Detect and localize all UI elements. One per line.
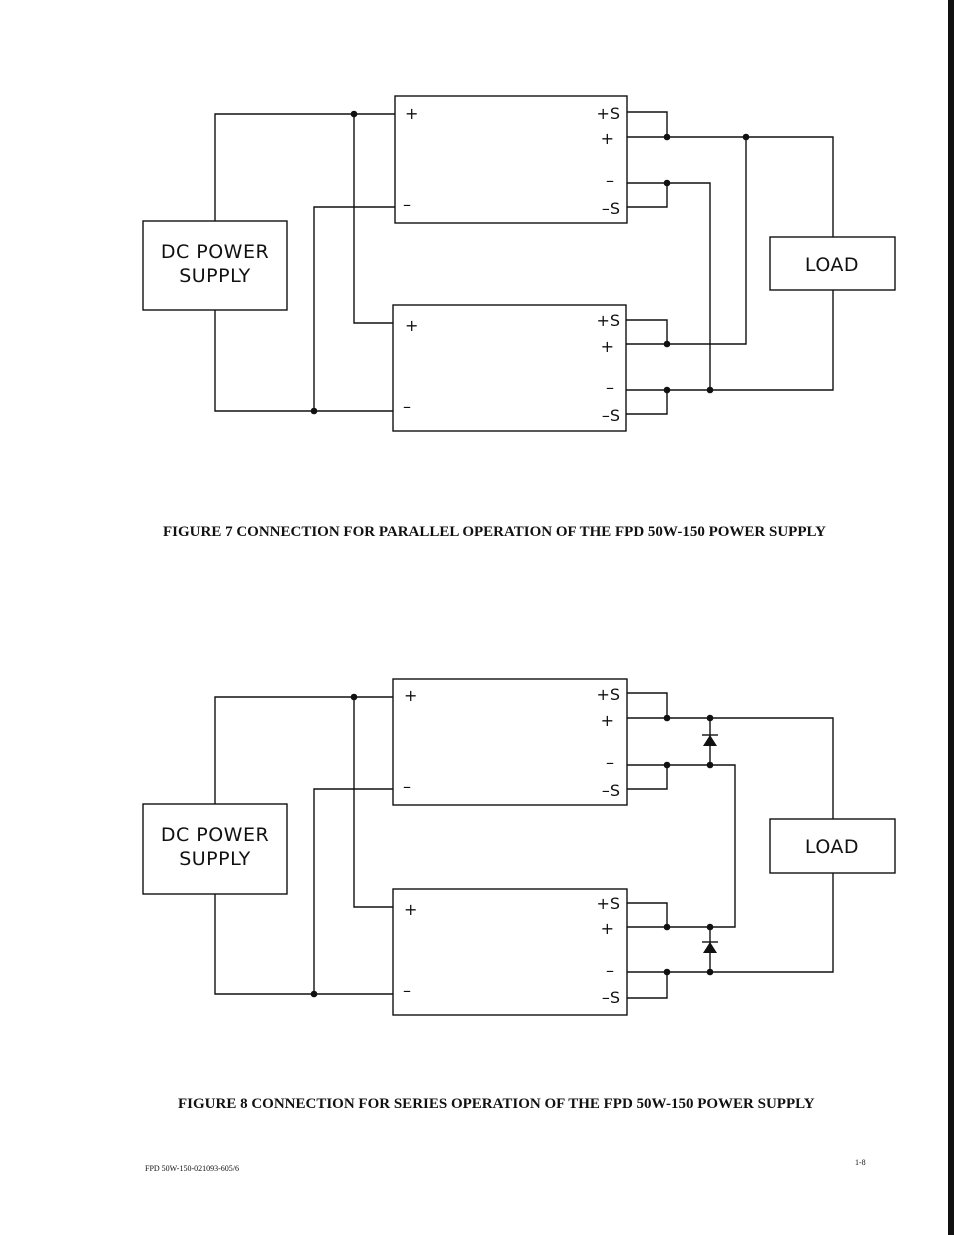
diode-top-icon — [702, 734, 718, 746]
figure-8-caption: FIGURE 8 CONNECTION FOR SERIES OPERATION… — [178, 1096, 815, 1112]
term-in-plus-top-8: + — [404, 686, 417, 705]
dc-power-supply-label-7b: SUPPLY — [179, 265, 251, 287]
term-out-plus-top-8: + — [601, 711, 614, 730]
diode-bottom-icon — [702, 941, 718, 953]
module-top-box-7 — [394, 95, 628, 224]
output-wiring-bottom-8 — [627, 902, 671, 999]
term-in-plus-top-7: + — [405, 104, 418, 123]
term-in-minus-bot-8: – — [403, 981, 411, 1000]
input-wiring-7 — [214, 110, 395, 415]
term-out-plus-bot-7: + — [601, 337, 614, 356]
term-out-minus-bot-8: – — [606, 961, 614, 980]
scan-edge — [948, 0, 954, 1235]
term-out-plus-top-7: + — [601, 129, 614, 148]
term-out-minus-bot-7: – — [606, 378, 614, 397]
output-wiring-top-8 — [627, 692, 671, 790]
module-bottom-box-7 — [392, 304, 627, 432]
output-wiring-top-7 — [627, 111, 671, 208]
term-sense-minus-top-8: –S — [602, 781, 620, 800]
term-sense-plus-bot-7: +S — [596, 311, 620, 330]
term-sense-plus-top-7: +S — [596, 104, 620, 123]
figure-7-schematic: DC POWER SUPPLY LOAD + – +S + – –S + – +… — [142, 95, 896, 432]
output-wiring-bottom-7 — [626, 319, 671, 415]
dc-power-supply-label-8b: SUPPLY — [179, 848, 251, 870]
document-id: FPD 50W-150-021093-605/6 — [145, 1164, 239, 1173]
term-sense-minus-top-7: –S — [602, 199, 620, 218]
load-bus-7 — [667, 133, 834, 394]
module-bottom-box-8 — [392, 888, 628, 1016]
input-wiring-8 — [214, 693, 393, 998]
figure-7-caption: FIGURE 7 CONNECTION FOR PARALLEL OPERATI… — [163, 524, 826, 540]
term-in-minus-top-7: – — [403, 195, 411, 214]
term-sense-minus-bot-8: –S — [602, 988, 620, 1007]
term-sense-minus-bot-7: –S — [602, 406, 620, 425]
term-sense-plus-bot-8: +S — [596, 894, 620, 913]
term-in-plus-bot-8: + — [404, 900, 417, 919]
term-out-minus-top-8: – — [606, 753, 614, 772]
module-top-box-8 — [392, 678, 628, 806]
figure-8-schematic: DC POWER SUPPLY LOAD + – +S + – –S + – +… — [142, 678, 896, 1016]
term-out-minus-top-7: – — [606, 171, 614, 190]
term-in-plus-bot-7: + — [405, 316, 418, 335]
term-sense-plus-top-8: +S — [596, 685, 620, 704]
page-number: 1-8 — [855, 1158, 866, 1167]
load-label-8: LOAD — [805, 836, 859, 858]
term-out-plus-bot-8: + — [601, 919, 614, 938]
dc-power-supply-label-7a: DC POWER — [161, 241, 269, 263]
term-in-minus-top-8: – — [403, 777, 411, 796]
term-in-minus-bot-7: – — [403, 397, 411, 416]
load-label-7: LOAD — [805, 254, 859, 276]
dc-power-supply-label-8a: DC POWER — [161, 824, 269, 846]
